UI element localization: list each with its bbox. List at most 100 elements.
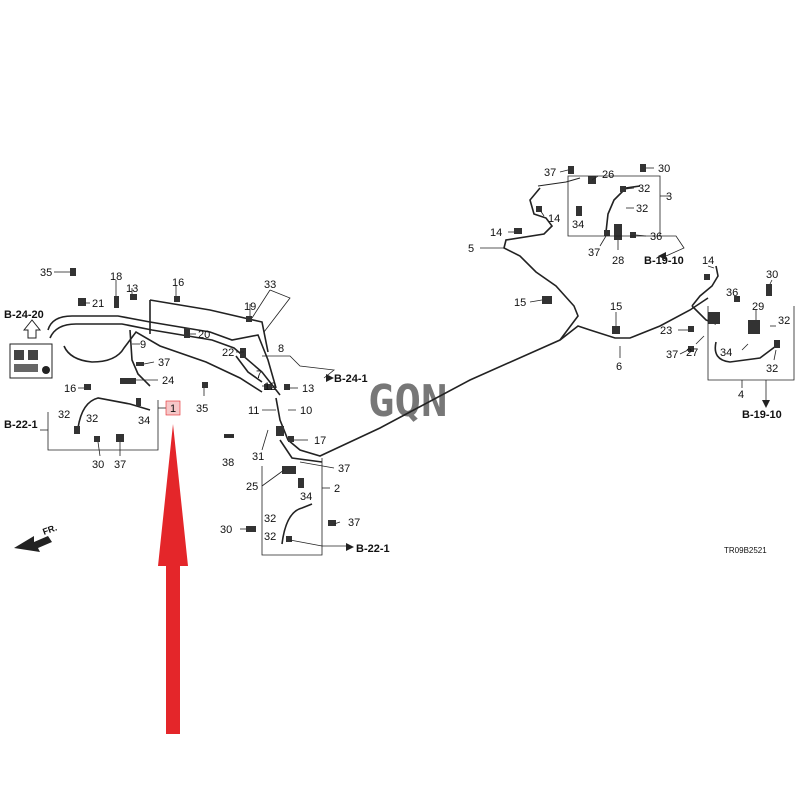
leader: [261, 429, 269, 451]
callout-17: 17: [314, 435, 326, 447]
bolt-icon: [640, 164, 646, 172]
callout-34d: 34: [720, 347, 732, 359]
callout-21: 21: [92, 298, 104, 310]
callout-19: 19: [244, 301, 256, 313]
callout-32: 32: [58, 409, 70, 421]
callout-35b: 35: [196, 403, 208, 415]
callout-22: 22: [222, 347, 234, 359]
leader-to-b241: [262, 355, 335, 379]
leader-to-b1910: [660, 235, 685, 257]
arrow-head-icon: [326, 374, 334, 382]
callout-37: 37: [158, 357, 170, 369]
ref-b221-bottom: B-22-1: [356, 543, 390, 555]
callout-16: 16: [172, 277, 184, 289]
ref-b221-left: B-22-1: [4, 419, 38, 431]
abs-connector: [42, 366, 50, 374]
callout-37c: 37: [338, 463, 350, 475]
bolt-icon: [70, 268, 76, 276]
clamp-icon: [184, 328, 190, 338]
brake-hoses: [77, 185, 777, 545]
watermark: GQN: [368, 376, 447, 427]
highlight-arrow: [158, 424, 188, 734]
callout-15: 15: [514, 297, 526, 309]
clip-icon: [612, 326, 620, 334]
bolt-icon: [286, 536, 292, 542]
callout-5: 5: [468, 243, 474, 255]
abs-port: [28, 350, 38, 360]
callout-37g: 37: [666, 349, 678, 361]
callout-13b: 13: [302, 383, 314, 395]
callout-30: 30: [92, 459, 104, 471]
hose-front-left: [77, 397, 151, 429]
callout-32c: 32: [264, 513, 276, 525]
group-rear-right: [707, 306, 795, 381]
callout-23: 23: [660, 325, 672, 337]
callout-12: 12: [264, 381, 276, 393]
callout-32e: 32: [638, 183, 650, 195]
leader-to-b221: [289, 539, 346, 547]
callout-10: 10: [300, 405, 312, 417]
abs-valve-block: [14, 364, 38, 372]
hose-rear-left: [605, 185, 641, 233]
callout-15b: 15: [610, 301, 622, 313]
up-arrow-icon: [22, 319, 42, 339]
ref-b241: B-24-1: [334, 373, 368, 385]
clamp-icon: [240, 348, 246, 358]
clip-icon: [174, 296, 180, 302]
hose-rear-right: [714, 341, 777, 363]
bolt-icon: [734, 296, 740, 302]
callout-13: 13: [126, 283, 138, 295]
bracket-icon: [708, 312, 720, 324]
clip-icon: [136, 398, 141, 406]
callout-11: 11: [248, 405, 259, 417]
leader: [773, 349, 777, 361]
callout-numbers: 35 18 13 16 33 21 19 20 9 37 22 7 8 24 1…: [40, 163, 790, 543]
callout-1: 1: [170, 403, 176, 415]
bolt-icon: [136, 362, 144, 366]
pipe-mid: [235, 355, 263, 383]
clip-icon: [542, 296, 552, 304]
ref-b1910-top: B-19-10: [644, 255, 684, 267]
joint-icon: [276, 426, 284, 436]
clip-icon: [202, 382, 208, 388]
clip-icon: [78, 298, 86, 306]
bolt-icon: [620, 186, 626, 192]
leader: [539, 209, 545, 217]
callout-36b: 36: [726, 287, 738, 299]
callout-2: 2: [334, 483, 340, 495]
leader: [679, 349, 689, 355]
bracket-icon: [282, 466, 296, 474]
pipe-upper-left-2: [49, 323, 281, 396]
bolt-icon: [688, 346, 694, 352]
pipe-top-run: [149, 299, 269, 353]
callout-14: 14: [548, 213, 560, 225]
callout-37f: 37: [588, 247, 600, 259]
callout-37d: 37: [348, 517, 360, 529]
reference-labels: B-24-20 B-22-1 B-24-1 B-22-1 B-19-10 B-1…: [4, 255, 782, 555]
leader: [251, 289, 291, 333]
leader: [559, 169, 569, 173]
callout-26: 26: [602, 169, 614, 181]
pipe-loop-left: [63, 330, 263, 393]
clip-icon: [284, 384, 290, 390]
bolt-icon: [328, 520, 336, 526]
callout-25: 25: [246, 481, 258, 493]
callout-14b: 14: [490, 227, 502, 239]
leader: [529, 299, 543, 303]
bleeder-icon: [114, 296, 119, 308]
callout-1-highlight: [165, 400, 181, 416]
callout-20: 20: [198, 329, 210, 341]
leader-lines: [40, 167, 777, 547]
arrow-head-icon: [658, 252, 666, 260]
arrow-head-icon: [762, 400, 770, 408]
clip-icon: [536, 206, 542, 212]
pipe-front-right-feed: [279, 439, 323, 463]
leader: [261, 469, 285, 487]
leader: [299, 461, 335, 469]
callout-32h: 32: [766, 363, 778, 375]
arrow-head-icon: [346, 543, 354, 551]
bracket-icon: [120, 378, 136, 384]
bracket-icon: [614, 224, 622, 240]
clip-icon: [688, 326, 694, 332]
callout-7: 7: [256, 369, 262, 381]
